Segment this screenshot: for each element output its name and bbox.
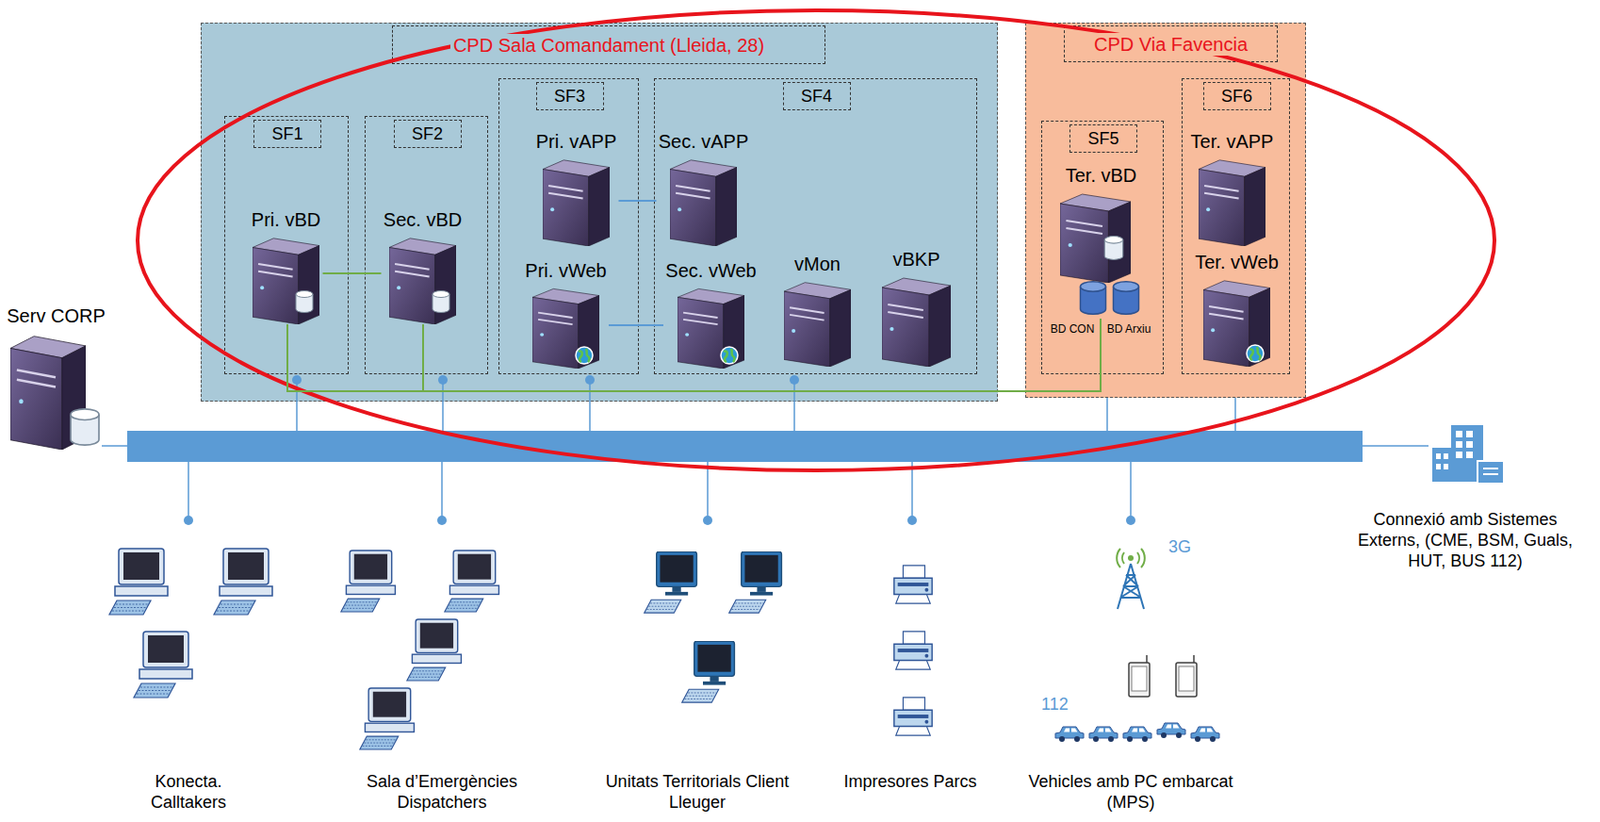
server-label: Ter. vWeb	[1194, 250, 1279, 274]
server-label: vMon	[794, 252, 841, 276]
server-node: Sec. vBD	[381, 208, 465, 325]
server-label: Ter. vBD	[1065, 163, 1138, 187]
server-farm-box: SF6Ter. vAPP Ter. vWeb	[1181, 78, 1290, 375]
server-icon	[1198, 154, 1266, 246]
server-icon	[783, 277, 851, 367]
farm-label-box: SF2	[393, 119, 462, 148]
vehicles	[1055, 722, 1220, 742]
heading-box: CPD Sala Comandament (Lleida, 28)	[391, 25, 826, 65]
area-heading: CPD Sala Comandament (Lleida, 28)	[450, 33, 768, 57]
group-label: Connexió amb Sistemes Externs, (CME, BSM…	[1342, 508, 1588, 572]
server-icon	[1060, 188, 1143, 319]
link-line	[608, 324, 664, 327]
server-icon	[389, 232, 457, 325]
mobile-terminals	[1128, 654, 1197, 697]
server-node: Pri. vBD	[249, 208, 324, 325]
client-group: Vehicles amb PC embarcat (MPS)	[1012, 770, 1249, 813]
area-heading: CPD Via Favencia	[1091, 32, 1251, 56]
server-icon	[1203, 275, 1271, 367]
link-line	[323, 272, 382, 275]
highlight-ellipse	[137, 10, 1495, 471]
server-label: Pri. vAPP	[536, 130, 618, 153]
server-label: Ter. vAPP	[1191, 130, 1274, 153]
network-bus	[127, 430, 1363, 462]
group-label: Impresores Parcs	[816, 770, 1005, 792]
client-group: Konecta. Calltakers	[127, 770, 250, 813]
server-icon	[542, 154, 610, 246]
radio-tower	[1116, 548, 1145, 609]
link-dots	[183, 375, 1136, 525]
server-node: vMon	[783, 252, 851, 367]
server-farm-box: SF5Ter. vBD	[1041, 120, 1164, 375]
client-group: Impresores Parcs	[816, 770, 1005, 792]
server-label: Serv CORP	[6, 304, 105, 327]
link-line	[287, 318, 1101, 392]
server-icon	[669, 154, 737, 246]
farm-label: SF1	[268, 123, 306, 145]
group-label: Sala d’Emergències Dispatchers	[342, 770, 541, 813]
farm-label: SF3	[551, 85, 588, 107]
server-node: Pri. vAPP	[534, 130, 620, 246]
thin-clients	[644, 551, 783, 703]
server-node: Ter. vBD	[1060, 163, 1143, 319]
server-label: Sec. vWeb	[665, 259, 756, 282]
server-label: Pri. vWeb	[524, 259, 606, 282]
client-group: Unitats Territorials Client Lleuger	[603, 770, 792, 813]
farm-label-box: SF5	[1069, 124, 1138, 153]
server-icon	[532, 283, 600, 369]
printers	[894, 565, 932, 735]
link-line	[423, 318, 1101, 392]
dispatcher-pcs	[341, 550, 500, 750]
group-label: Konecta. Calltakers	[127, 770, 250, 813]
farm-label-box: SF1	[253, 119, 322, 148]
data-centre-area: CPD Sala Comandament (Lleida, 28)SF1Pri.…	[200, 22, 998, 402]
group-label: Unitats Territorials Client Lleuger	[603, 770, 792, 813]
server-icon	[677, 283, 745, 369]
farm-label: SF2	[408, 123, 446, 145]
server-label: Sec. vAPP	[658, 130, 750, 153]
server-farm-box: SF4Sec. vAPP Sec. vWeb vMon vBKP	[653, 78, 978, 375]
network-label: 3G	[1168, 536, 1192, 557]
link-line	[619, 199, 657, 202]
database-label: BD CON	[1050, 321, 1095, 337]
server-node: Ter. vAPP	[1189, 130, 1276, 246]
server-label: Sec. vBD	[383, 208, 462, 231]
farm-label: SF4	[798, 85, 835, 107]
network-label: 112	[1041, 693, 1069, 715]
bus-links	[101, 379, 1429, 521]
client-group: Sala d’Emergències Dispatchers	[342, 770, 541, 813]
server-node: Sec. vWeb	[663, 259, 759, 369]
calltaker-pcs	[109, 548, 273, 698]
server-node: Pri. vWeb	[522, 259, 609, 369]
server-farm-box: SF2Sec. vBD	[364, 115, 489, 375]
server-label: vBKP	[892, 247, 940, 271]
farm-label: SF6	[1218, 85, 1256, 107]
server-farm-box: SF1Pri. vBD	[224, 115, 349, 375]
server-icon	[252, 232, 320, 325]
farm-label-box: SF3	[536, 81, 605, 111]
farm-label: SF5	[1084, 128, 1122, 149]
farm-label-box: SF4	[783, 81, 851, 111]
server-icon	[881, 272, 951, 367]
client-group: Connexió amb Sistemes Externs, (CME, BSM…	[1342, 508, 1588, 572]
data-centre-area: CPD Via FavenciaSF5Ter. vBD SF6Ter. vAPP T…	[1025, 22, 1307, 398]
server-farm-box: SF3Pri. vAPP Pri. vWeb	[498, 78, 639, 375]
server-node: vBKP	[881, 247, 951, 367]
server-icon	[10, 328, 102, 450]
farm-label-box: SF6	[1203, 81, 1272, 111]
database-label: BD Arxiu	[1107, 321, 1152, 337]
server-node: Ter. vWeb	[1192, 250, 1281, 367]
group-label: Vehicles amb PC embarcat (MPS)	[1012, 770, 1249, 813]
heading-box: CPD Via Favencia	[1063, 25, 1278, 63]
external-building	[1432, 424, 1504, 484]
server-node: Sec. vAPP	[656, 130, 752, 246]
server-label: Pri. vBD	[251, 208, 321, 231]
server-node: Serv CORP	[4, 304, 108, 450]
